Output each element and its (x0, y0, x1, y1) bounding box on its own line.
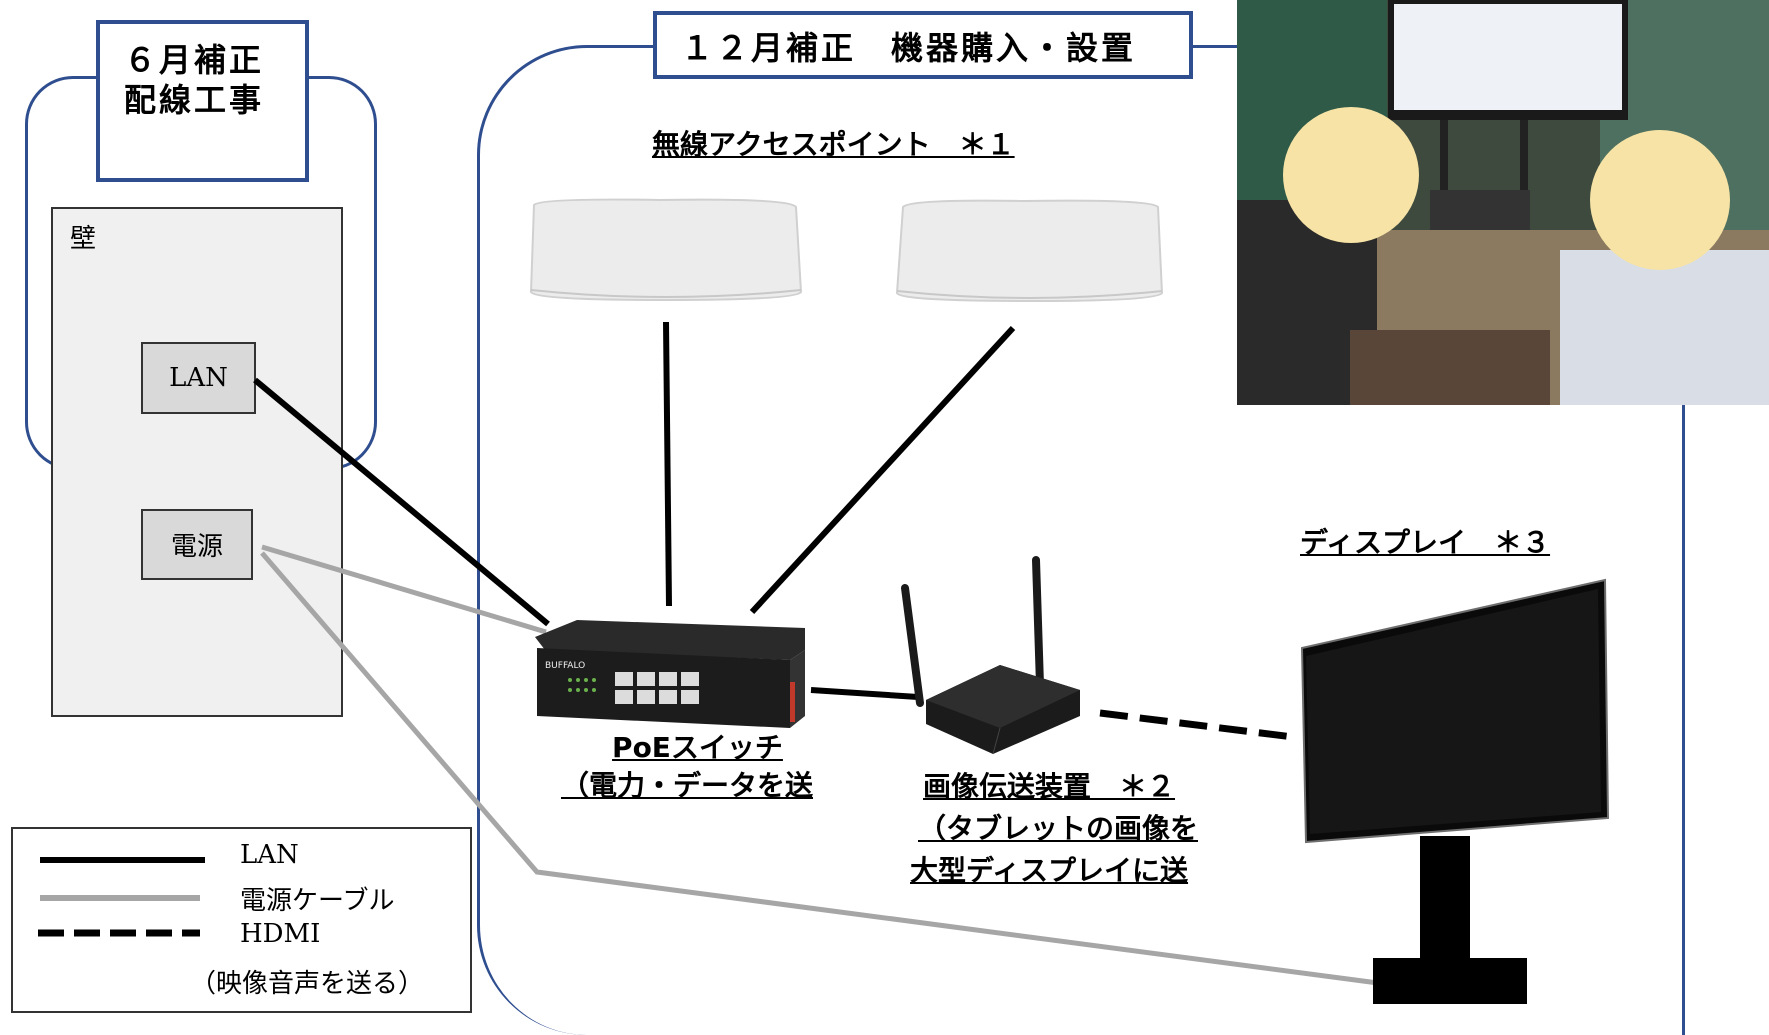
power-cable-to-display (260, 551, 1379, 986)
classroom-photo (1237, 0, 1769, 405)
access-point-label: 無線アクセスポイント ＊１ (652, 128, 1015, 161)
wall-label: 壁 (70, 224, 97, 254)
lan-cable-ap1-to-switch (663, 321, 672, 607)
lan-cable-switch-to-transmitter (810, 687, 919, 700)
poe-switch-label-line1: PoEスイッチ (612, 731, 783, 764)
image-transmitter (901, 556, 1080, 755)
access-point-1 (529, 198, 803, 302)
december-title: １２月補正 機器購入・設置 (681, 29, 1137, 67)
june-title-box: ６月補正 配線工事 (96, 20, 309, 182)
access-point-2 (895, 199, 1164, 303)
june-title-line1: ６月補正 (124, 41, 265, 79)
legend-lan-label: LAN (240, 840, 299, 870)
lan-cable-wall-to-switch (253, 377, 550, 627)
lan-cable-ap2-to-switch (749, 325, 1016, 615)
poe-switch: BUFFALO (535, 620, 805, 728)
display-label: ディスプレイ ＊３ (1300, 526, 1551, 559)
power-socket: 電源 (141, 509, 253, 580)
legend-hdmi-note: （映像音声を送る） (190, 969, 425, 999)
legend-hdmi-label: HDMI (240, 919, 321, 949)
switch-brand-label: BUFFALO (545, 661, 585, 671)
transmitter-label-line3: 大型ディスプレイに送 (910, 854, 1189, 887)
june-title-line2: 配線工事 (124, 81, 265, 119)
transmitter-label-line1: 画像伝送装置 ＊２ (923, 770, 1176, 803)
transmitter-label-line2: （タブレットの画像を (918, 812, 1199, 845)
legend-power-label: 電源ケーブル (240, 886, 395, 916)
hdmi-cable (1099, 709, 1294, 741)
display (1300, 578, 1610, 1004)
lan-socket: LAN (141, 342, 256, 414)
poe-switch-label-line2: （電力・データを送 (561, 769, 814, 802)
december-title-box: １２月補正 機器購入・設置 (653, 11, 1193, 79)
wall-panel (51, 207, 343, 717)
power-cable-to-switch (261, 544, 547, 635)
